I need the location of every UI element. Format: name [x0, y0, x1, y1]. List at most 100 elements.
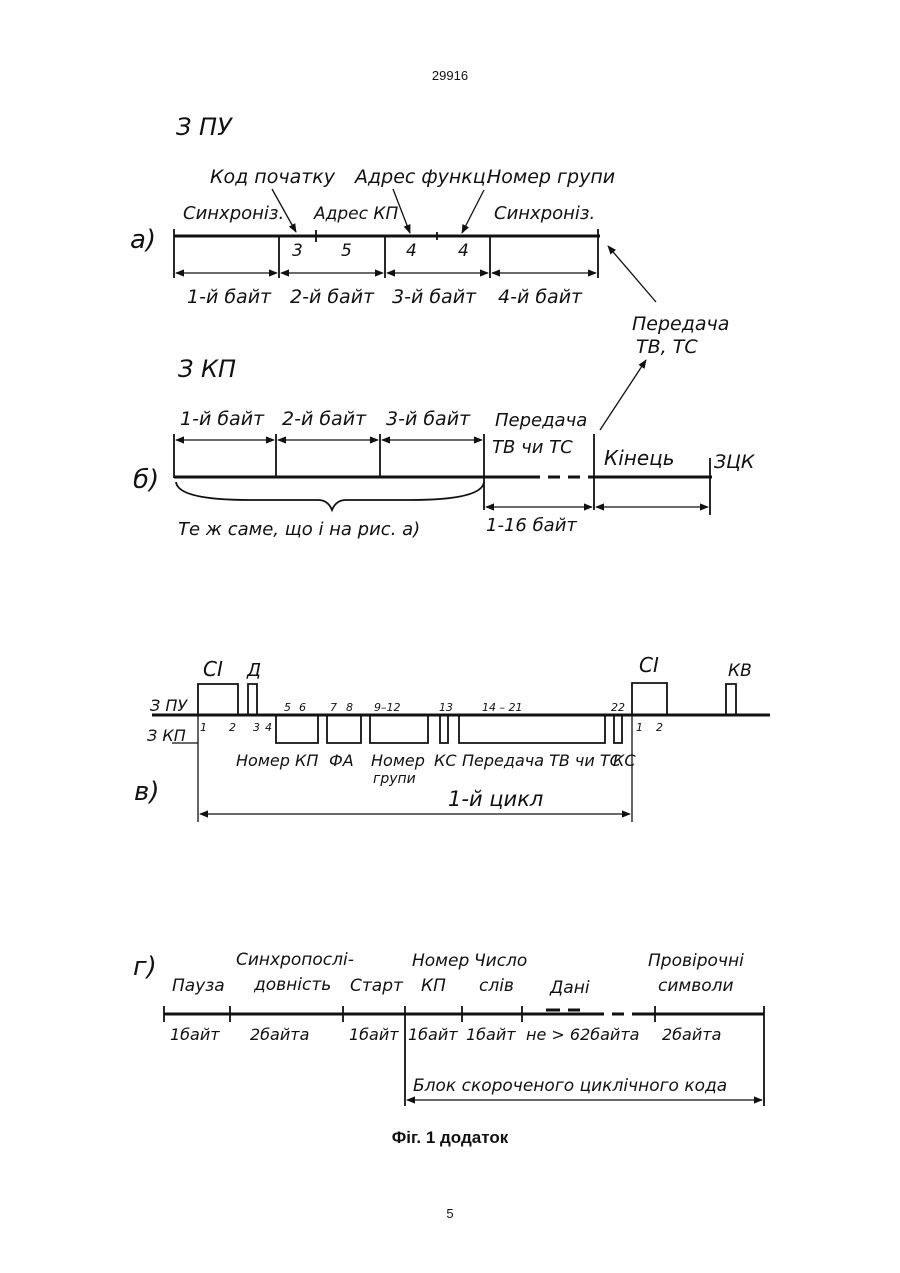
- pulse-label: Д: [246, 660, 261, 681]
- byte-label: 1байт: [408, 1025, 458, 1044]
- pulse-group-number: [370, 715, 428, 743]
- arrow-transfer-up: [608, 246, 656, 302]
- pulse-d: [248, 684, 257, 715]
- tick-number: 2: [229, 721, 236, 734]
- byte-label: 2байта: [662, 1025, 721, 1044]
- label-word-count-1: Число: [474, 951, 527, 971]
- label-kp-number-1: Номер: [412, 951, 469, 971]
- diagram-v: в) З ПУ З КП СІ Д СІ КВ 1 2 3 4 5 6 7 8 …: [134, 653, 770, 822]
- byte-label: 2-й байт: [282, 408, 367, 430]
- label-check-symbols-2: символи: [658, 976, 734, 996]
- digit: 4: [458, 241, 469, 261]
- tick-number: 3: [253, 721, 260, 734]
- tick-number: 22: [611, 701, 625, 714]
- diagram-b: З КП б) 1-й байт 2-й байт 3-й байт Перед…: [133, 355, 756, 540]
- doc-number: 29916: [432, 68, 468, 83]
- panel-label-a: а): [130, 225, 156, 255]
- label-start-code: Код початку: [210, 166, 336, 188]
- byte-label: 3-й байт: [386, 408, 471, 430]
- brace: [176, 482, 484, 510]
- panel-label-g: г): [133, 952, 157, 982]
- label-cycle: 1-й цикл: [448, 787, 543, 811]
- tick-number: 7: [330, 701, 337, 714]
- label-sync-2: Синхроніз.: [494, 203, 595, 224]
- tick-number: 8: [346, 701, 353, 714]
- pulse-label: СІ: [203, 657, 223, 681]
- tick-number: 5: [284, 701, 291, 714]
- label-group-line1: Номер: [371, 751, 425, 770]
- byte-label: 1-й байт: [187, 286, 272, 308]
- byte-label: 1байт: [170, 1025, 220, 1044]
- label-func-address: Адрес функц.: [353, 166, 492, 188]
- digit: 4: [406, 241, 417, 261]
- label-group-line2: групи: [373, 771, 416, 787]
- byte-label: 1байт: [466, 1025, 516, 1044]
- label-word-count-2: слів: [479, 976, 514, 996]
- label-block: Блок скороченого циклічного кода: [413, 1076, 727, 1096]
- label-transfer-v: Передача ТВ чи ТС: [462, 751, 622, 770]
- tick-number: 9–12: [374, 701, 401, 714]
- tick-number: 1: [200, 721, 207, 734]
- pulse-kp-number: [276, 715, 318, 743]
- label-end: Кінець: [604, 446, 675, 470]
- label-transfer-a-line2: ТВ, ТС: [636, 336, 698, 358]
- row-label-zpu: З ПУ: [150, 696, 188, 715]
- label-range-bytes: 1-16 байт: [486, 515, 577, 536]
- leader-group-number: [462, 190, 484, 233]
- pulse-si-2: [632, 683, 667, 715]
- byte-label: 1байт: [349, 1025, 399, 1044]
- label-start: Старт: [350, 976, 404, 996]
- pulse-ks-2: [614, 715, 622, 743]
- tick-number: 6: [299, 701, 306, 714]
- section-title-b: З КП: [178, 355, 236, 383]
- byte-label: не > 62байта: [526, 1025, 639, 1044]
- pulse-fa: [327, 715, 361, 743]
- pulse-label: СІ: [639, 653, 659, 677]
- tick-number: 1: [636, 721, 643, 734]
- label-transfer-b-line1: Передача: [495, 410, 587, 431]
- label-sync-seq-1: Синхропослі-: [236, 950, 354, 970]
- label-ks-1: КС: [434, 751, 457, 770]
- label-transfer-a-line1: Передача: [632, 313, 729, 335]
- pulse-transfer: [459, 715, 605, 743]
- label-fa: ФА: [329, 751, 354, 770]
- label-group-number: Номер групи: [487, 166, 615, 188]
- label-same-as-a: Те ж саме, що і на рис. а): [178, 519, 420, 540]
- label-sync-seq-2: довність: [253, 975, 331, 995]
- pulse-ks-1: [440, 715, 448, 743]
- digit: 3: [292, 241, 303, 261]
- panel-label-v: в): [134, 777, 159, 807]
- label-pause: Пауза: [172, 976, 225, 996]
- label-address-kp: Адрес КП: [313, 204, 398, 224]
- label-zck: ЗЦК: [714, 451, 756, 473]
- label-sync-1: Синхроніз.: [183, 203, 284, 224]
- label-ks-2: КС: [613, 751, 636, 770]
- diagram-g: г) Пауза Синхропослі- довність Старт Ном…: [133, 950, 764, 1106]
- label-kp-number: Номер КП: [236, 751, 318, 770]
- section-title-a: З ПУ: [176, 113, 233, 141]
- byte-label: 2-й байт: [290, 286, 375, 308]
- label-check-symbols-1: Провірочні: [648, 951, 744, 971]
- tick-number: 14 – 21: [482, 701, 523, 714]
- pulse-kv: [726, 684, 736, 715]
- tick-number: 13: [439, 701, 453, 714]
- digit: 5: [341, 241, 352, 261]
- byte-label: 1-й байт: [180, 408, 265, 430]
- page-number: 5: [446, 1206, 453, 1221]
- row-label-zkp: З КП: [147, 726, 186, 745]
- panel-label-b: б): [133, 465, 159, 495]
- byte-label: 4-й байт: [498, 286, 583, 308]
- byte-label: 2байта: [250, 1025, 309, 1044]
- arrow-transfer-down: [600, 360, 646, 430]
- pulse-si-1: [198, 684, 238, 715]
- byte-label: 3-й байт: [392, 286, 477, 308]
- label-kp-number-2: КП: [421, 976, 446, 996]
- tick-number: 4: [265, 721, 272, 734]
- pulse-label: КВ: [728, 661, 752, 681]
- tick-number: 2: [656, 721, 663, 734]
- label-data: Дані: [549, 978, 590, 998]
- label-transfer-b-line2: ТВ чи ТС: [492, 437, 573, 458]
- figure-caption: Фіг. 1 додаток: [392, 1128, 509, 1147]
